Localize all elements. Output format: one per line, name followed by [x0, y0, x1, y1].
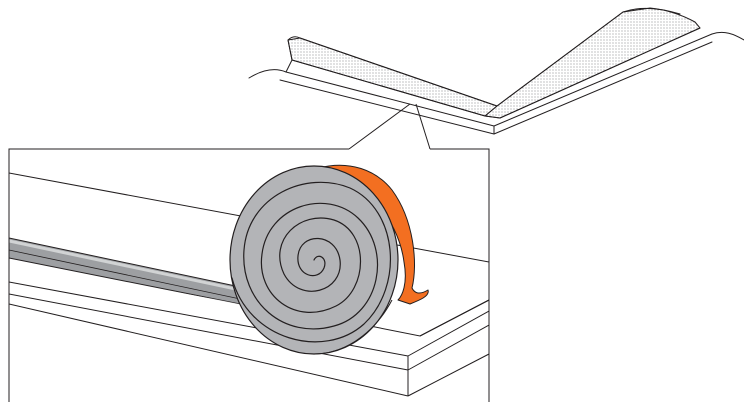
tape-strip-left	[287, 37, 498, 117]
detail-frame	[8, 148, 490, 402]
callout-pointer-icon	[348, 103, 431, 150]
right-cut-line	[711, 31, 744, 41]
left-cut-line	[248, 69, 287, 79]
panel-lower-face	[9, 293, 409, 371]
detail-view	[9, 164, 489, 397]
tape-roll-icon	[229, 165, 399, 355]
tape-strip-right	[484, 7, 701, 119]
panel-overview	[248, 7, 744, 135]
tape-roll-spiral	[231, 181, 391, 343]
